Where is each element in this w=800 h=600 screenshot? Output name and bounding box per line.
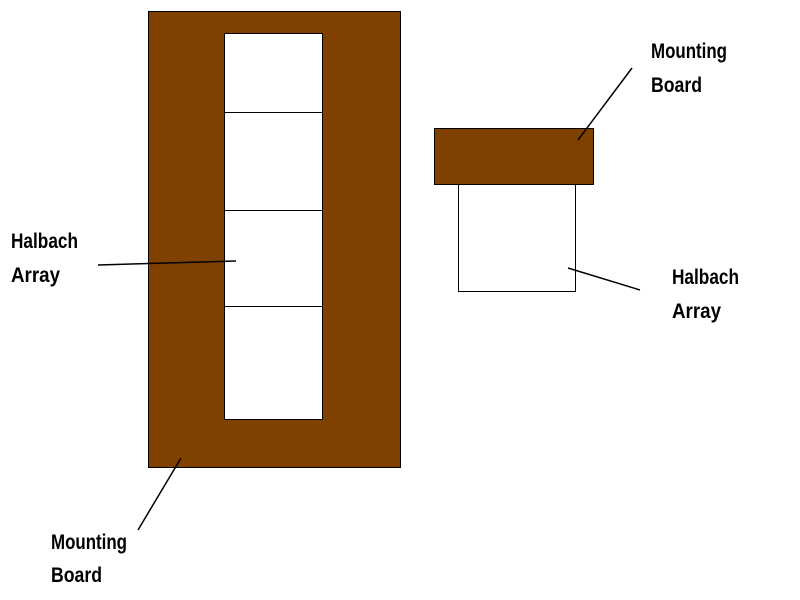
halbach-array-front	[224, 33, 323, 420]
front-view: Halbach Array Mounting Board	[11, 11, 401, 587]
mounting-board-side	[434, 128, 594, 185]
leader-line-array	[97, 260, 237, 266]
side-view: Mounting Board Halbach Array	[434, 40, 739, 323]
label-array: Array	[11, 264, 60, 287]
leader-line-array	[567, 267, 641, 291]
label-board: Board	[651, 74, 702, 97]
label-mounting: Mounting	[51, 531, 127, 554]
label-mounting: Mounting	[651, 40, 727, 63]
label-halbach: Halbach	[672, 266, 739, 289]
label-array: Array	[672, 300, 721, 323]
label-board: Board	[51, 564, 102, 587]
leader-line-board	[577, 67, 633, 141]
leader-line-board	[137, 457, 182, 531]
halbach-array-side	[458, 184, 576, 292]
label-halbach: Halbach	[11, 230, 78, 253]
